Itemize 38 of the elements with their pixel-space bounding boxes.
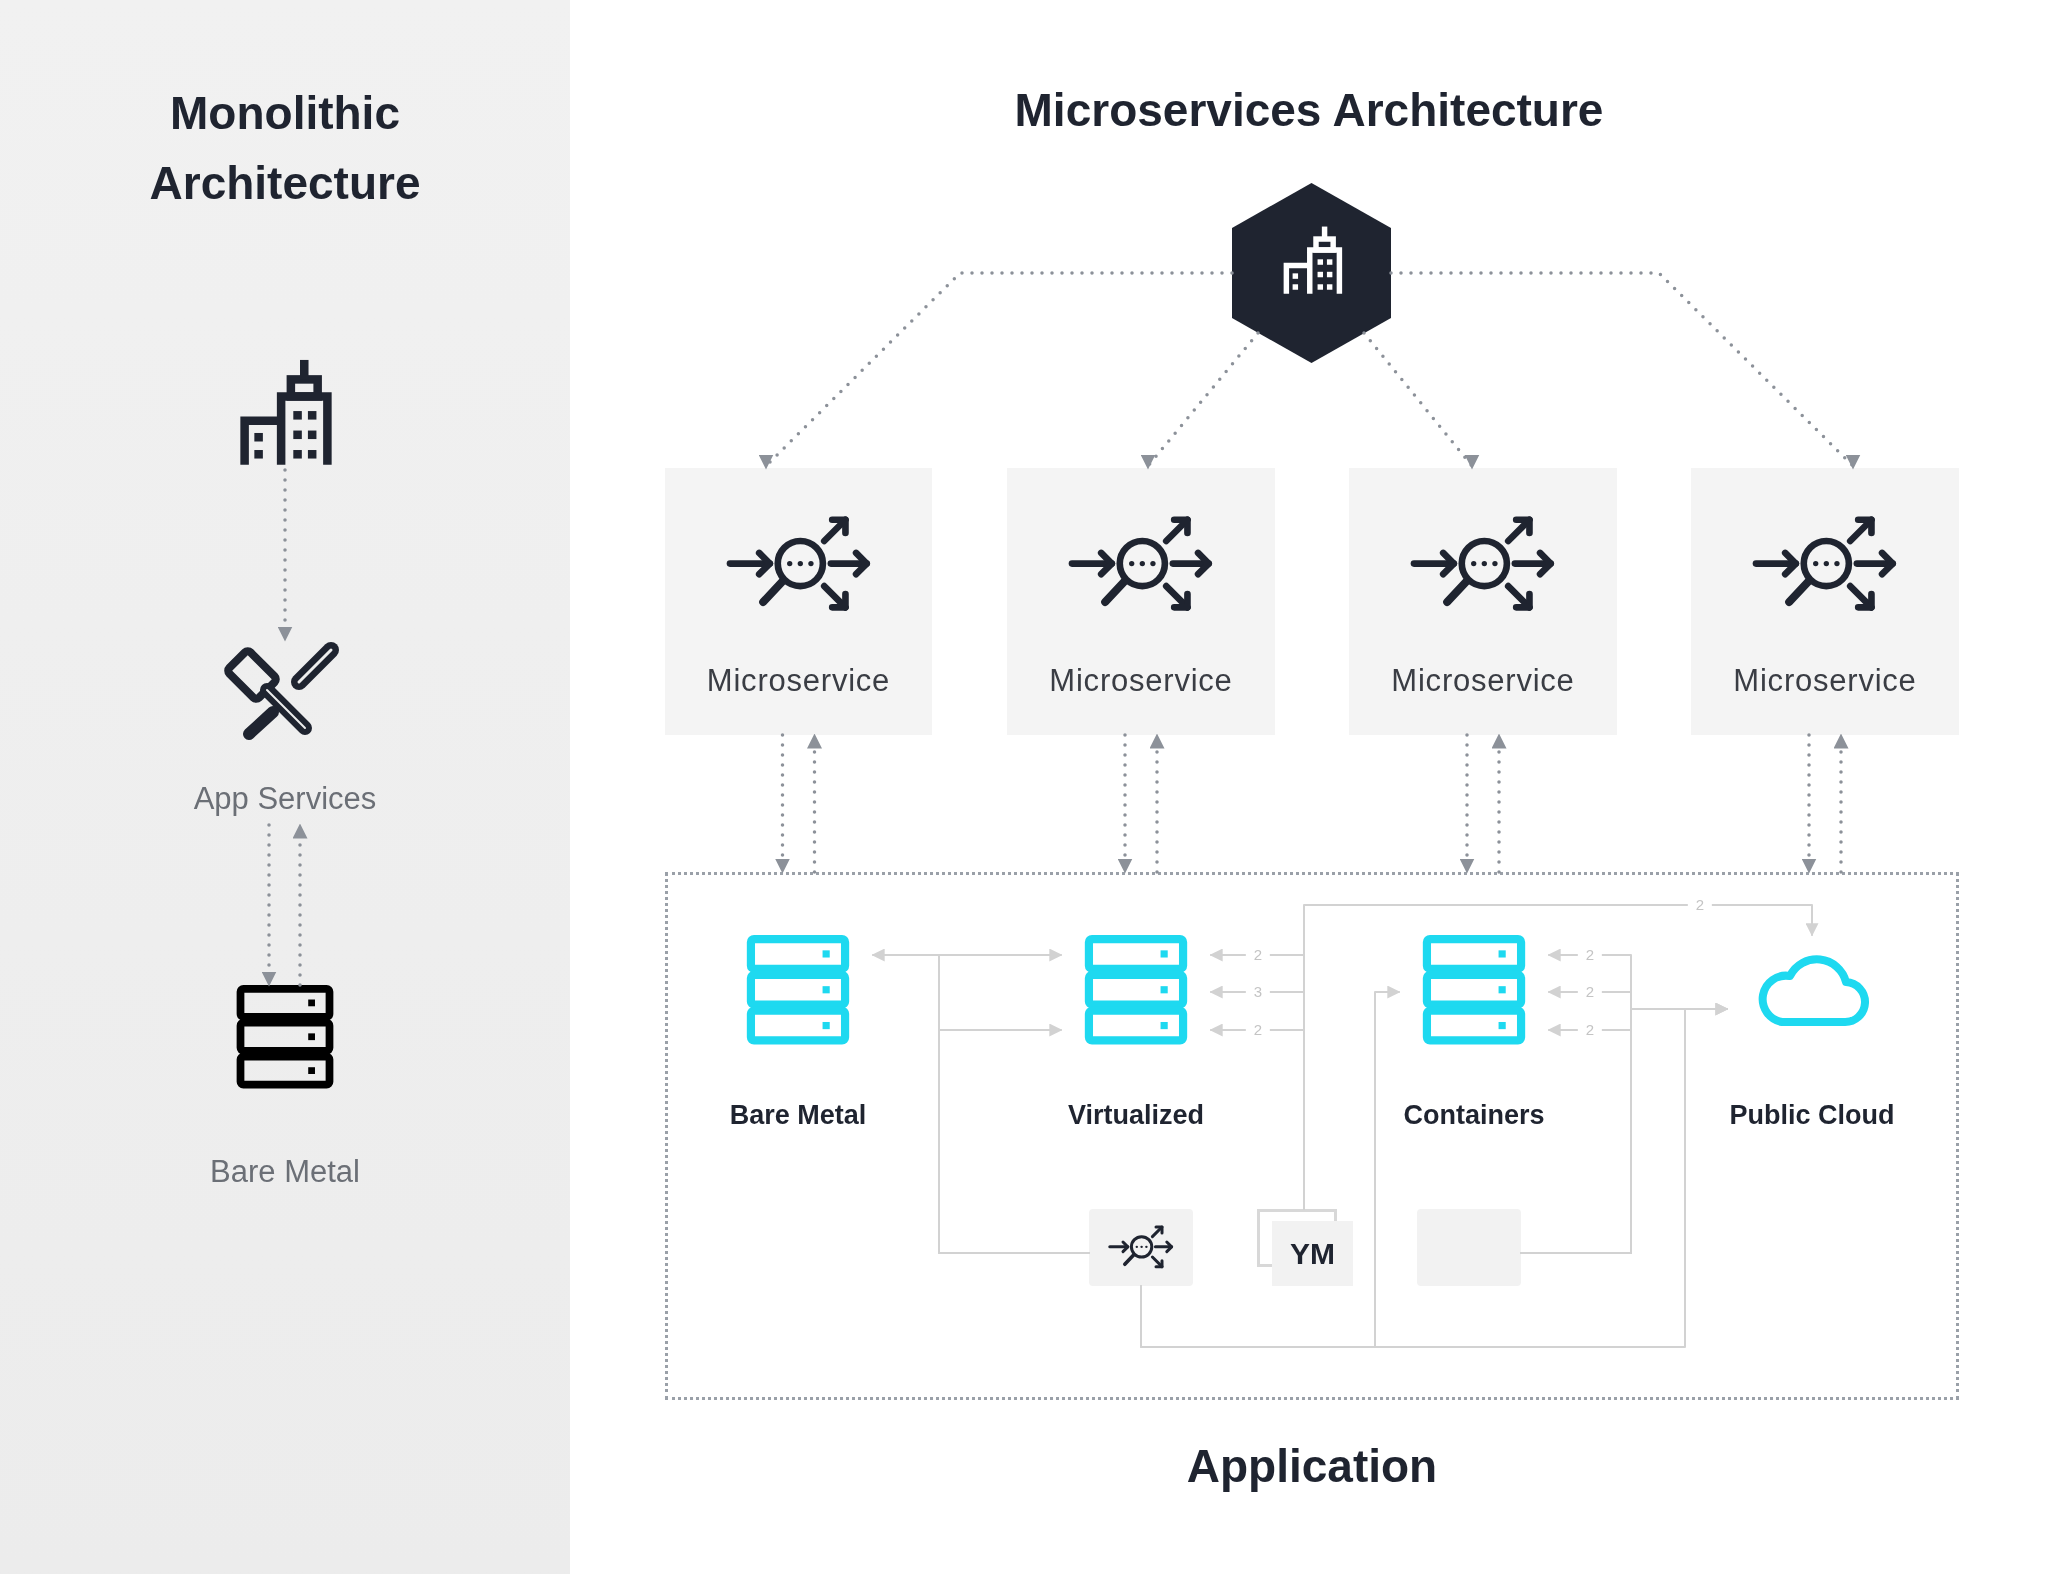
file-label: YM: [1290, 1236, 1335, 1272]
card-label: Microservice: [1049, 663, 1233, 699]
dotted-arrow: [1117, 733, 1133, 874]
dotted-arrow: [1459, 733, 1475, 874]
node-label: Bare Metal: [210, 1153, 360, 1189]
microservice-card: [1007, 468, 1275, 735]
node-label: Bare Metal: [729, 1099, 867, 1130]
card-label: Microservice: [706, 663, 891, 699]
dotted-arrow: [277, 468, 293, 642]
connector-arrow: [1140, 1002, 1729, 1348]
microservice-card: [1691, 468, 1959, 735]
card-label: Microservice: [1391, 663, 1575, 699]
card-label: Microservice: [1733, 663, 1917, 699]
dotted-arrow: [261, 823, 277, 987]
dotted-arrow: [1833, 733, 1849, 874]
dotted-arrow: [1389, 271, 1861, 470]
dotted-arrow: [1140, 331, 1260, 470]
microservice-card: [1349, 468, 1617, 735]
node-label: Public Cloud: [1729, 1099, 1895, 1130]
icon-tile: [1089, 1209, 1193, 1286]
node-label: App Services: [193, 781, 377, 816]
region-title: Application: [1186, 1439, 1438, 1494]
panel-title: Monolithic Architecture: [148, 86, 422, 211]
hexagon-building-icon: [1232, 183, 1391, 363]
dotted-arrow: [1801, 733, 1817, 874]
dotted-arrow: [1491, 733, 1507, 874]
dotted-arrow: [775, 733, 790, 874]
dotted-arrow: [807, 733, 822, 874]
dotted-arrow: [1362, 331, 1480, 470]
icon-tile: [1417, 1209, 1521, 1286]
node-label: Containers: [1403, 1099, 1545, 1130]
dotted-arrow: [758, 271, 1234, 470]
architecture-panel: [0, 0, 570, 1574]
microservice-card: [665, 468, 932, 735]
node-label: Virtualized: [1067, 1099, 1204, 1130]
diagram-title: Microservices Architecture: [1014, 83, 1604, 138]
dotted-arrow: [1149, 733, 1165, 874]
dotted-arrow: [292, 823, 308, 987]
